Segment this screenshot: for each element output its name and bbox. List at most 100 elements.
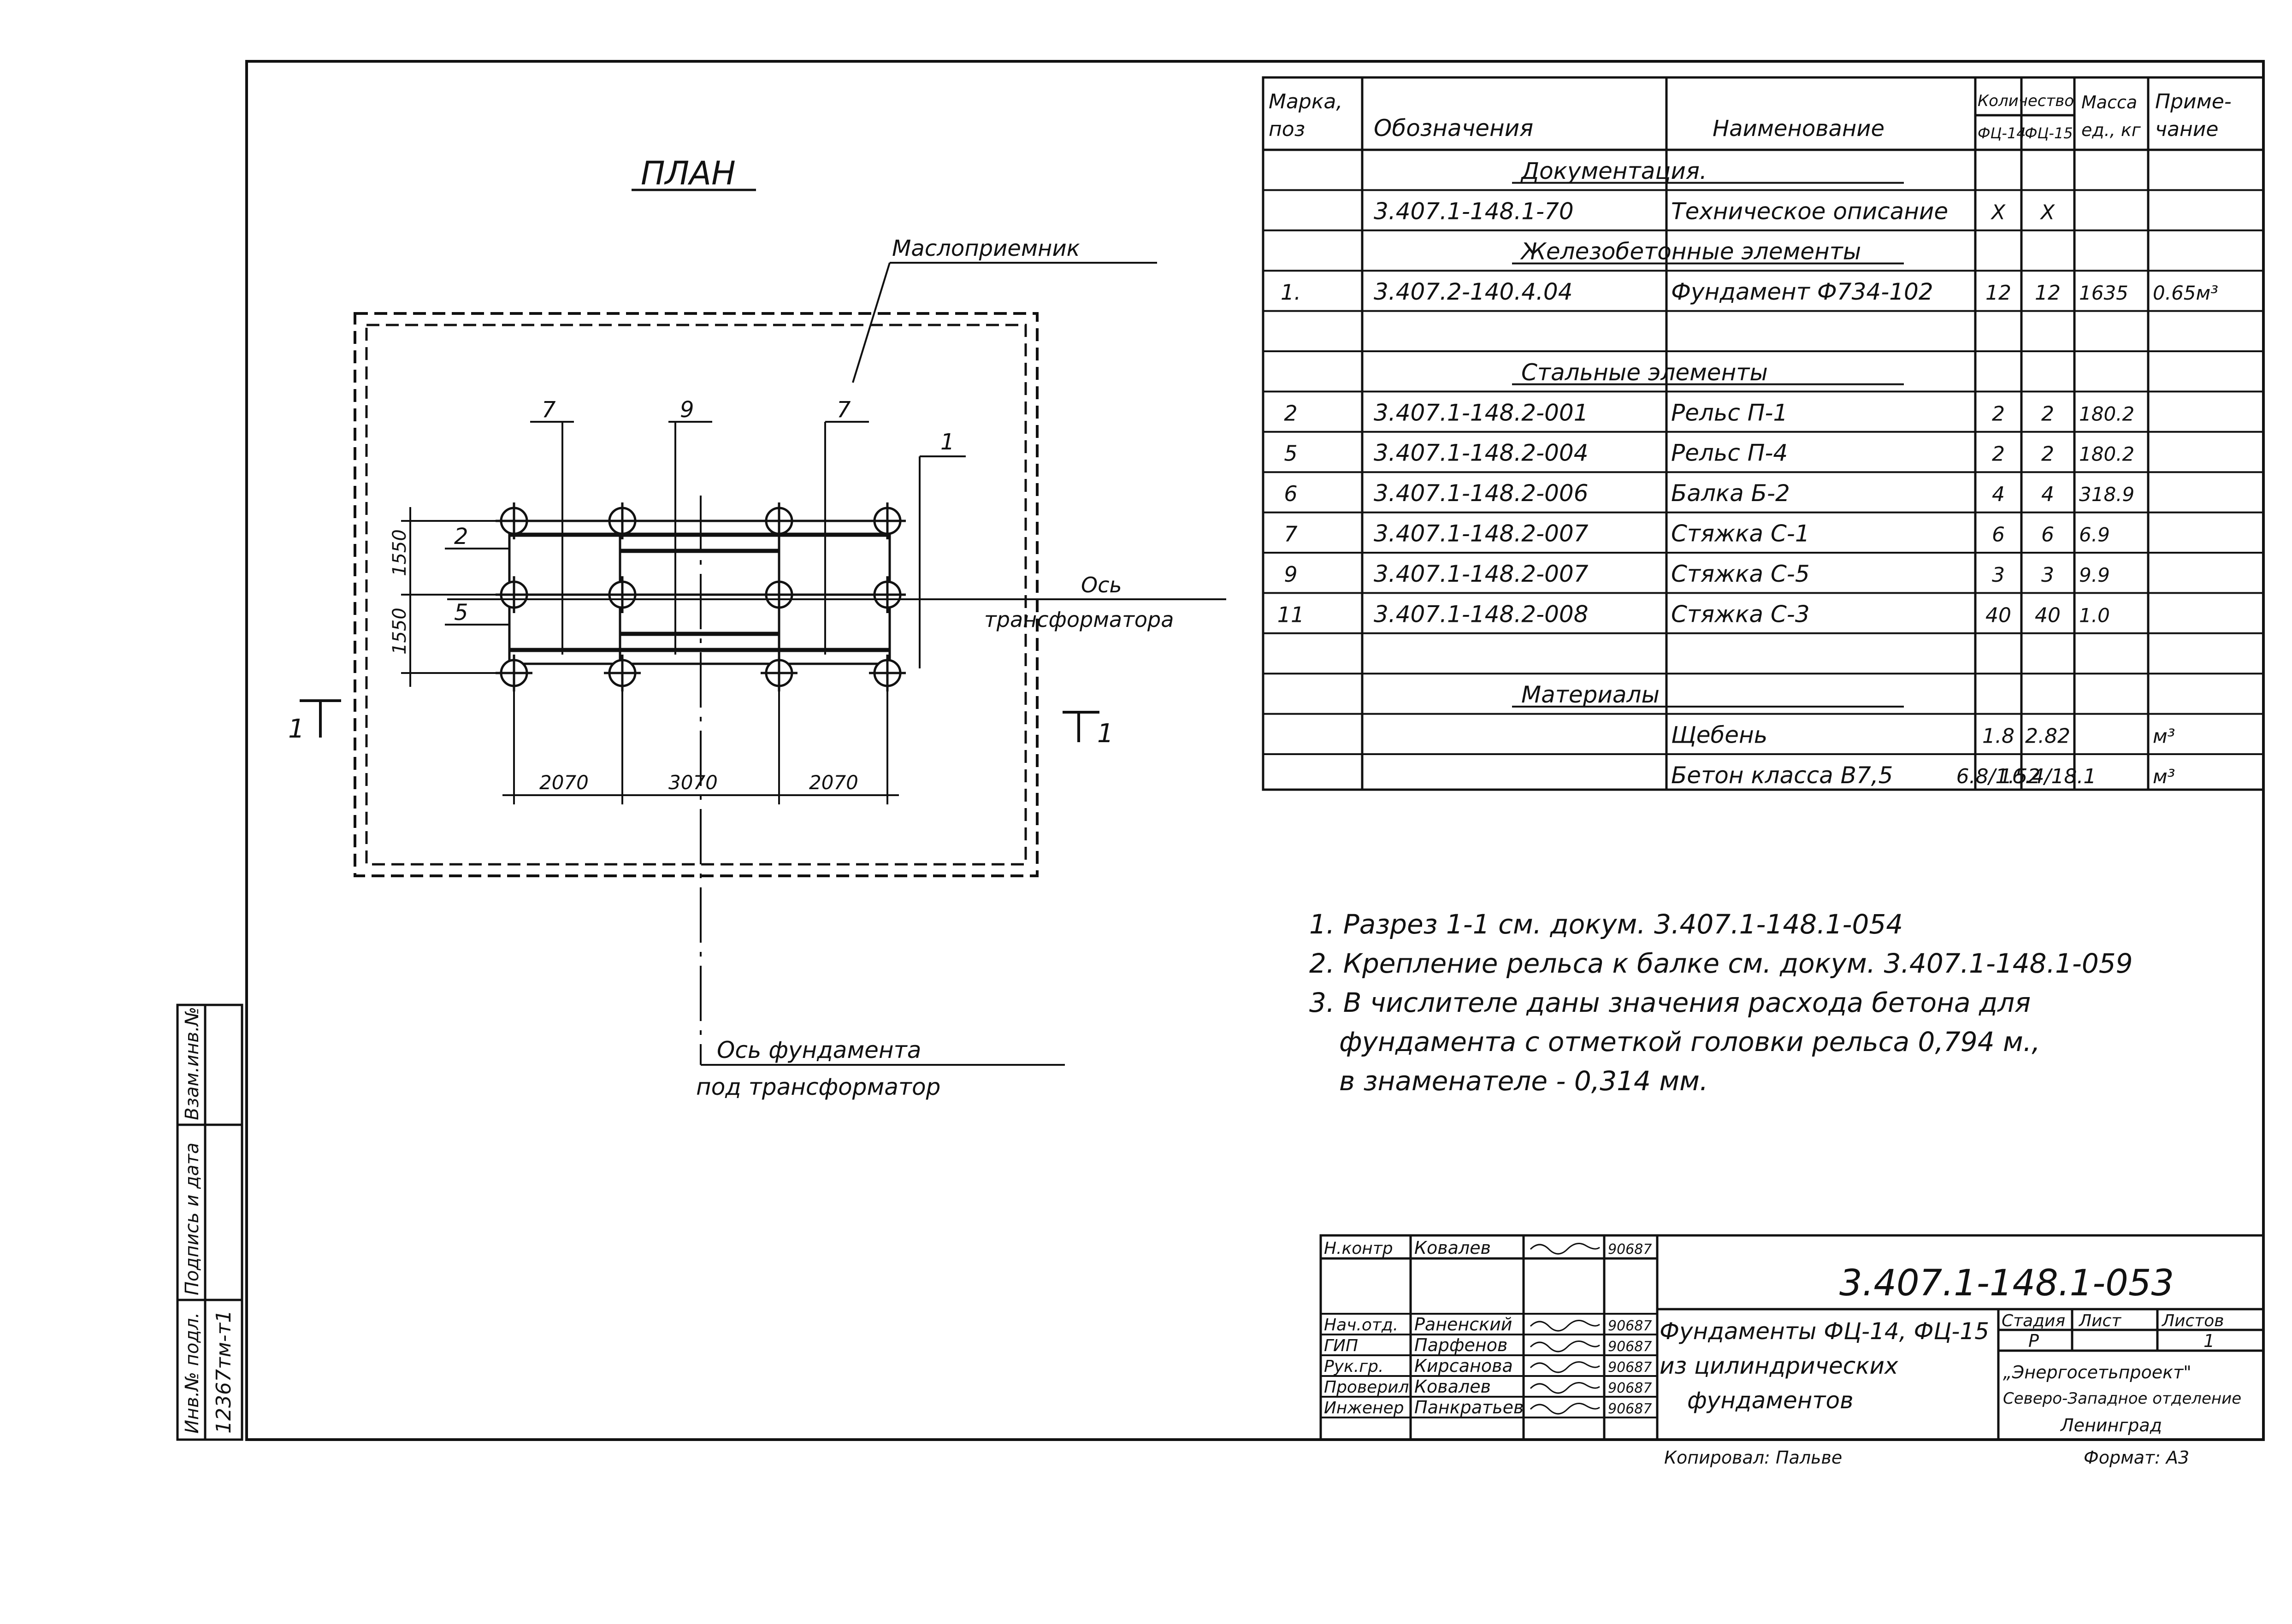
spec-row-lines bbox=[1263, 189, 2263, 755]
spec-cell-mass: 1.0 bbox=[2079, 604, 2110, 626]
axis-transformer-label-2: трансформатора bbox=[984, 607, 1174, 632]
sheet-label: Лист bbox=[2078, 1311, 2121, 1330]
format: Формат: А3 bbox=[2084, 1447, 2189, 1468]
title-block-date: 90687 bbox=[1608, 1401, 1652, 1417]
spec-cell-designation: 3.407.1-148.2-007 bbox=[1374, 561, 1589, 587]
spec-cell-designation: 3.407.1-148.2-008 bbox=[1374, 601, 1589, 627]
stage-value: Р bbox=[2028, 1331, 2039, 1351]
title-block-date: 90687 bbox=[1608, 1241, 1652, 1258]
callout-oil-receiver: Маслоприемник bbox=[892, 236, 1080, 261]
title-block-date: 90687 bbox=[1608, 1318, 1652, 1334]
position-leaders bbox=[445, 421, 966, 668]
spec-cell-name: Стяжка С-3 bbox=[1671, 601, 1810, 627]
note-5: в знаменателе - 0,314 мм. bbox=[1339, 1065, 1708, 1097]
title-block-date: 90687 bbox=[1608, 1339, 1652, 1355]
pos-label-1: 1 bbox=[940, 429, 955, 455]
spec-cell-q1: 1.8 bbox=[1982, 725, 2014, 748]
spec-cell-mass: 180.2 bbox=[2079, 443, 2134, 466]
pile bbox=[869, 655, 906, 691]
spec-cell-name: Стяжка С-1 bbox=[1671, 520, 1810, 547]
title-block-date: 90687 bbox=[1608, 1380, 1652, 1396]
side-stamp-inv-no: 12367тм-т1 bbox=[212, 1310, 236, 1434]
signature bbox=[1530, 1243, 1600, 1255]
note-2: 2. Крепление рельса к балке см. докум. 3… bbox=[1309, 948, 2133, 979]
spec-cell-mark: 11 bbox=[1277, 602, 1305, 627]
spec-cell-name: Бетон класса В7,5 bbox=[1671, 762, 1893, 789]
hdr-mass-1: Масса bbox=[2081, 92, 2137, 112]
spec-cell-note: 0.65м³ bbox=[2153, 282, 2218, 304]
spec-cell-q2: 2 bbox=[2041, 402, 2054, 425]
title-block-name: Ковалев bbox=[1414, 1238, 1491, 1258]
spec-cell-name: Документация. bbox=[1520, 158, 1707, 184]
spec-cell-designation: 3.407.1-148.1-70 bbox=[1374, 198, 1574, 224]
side-stamp-label-2: Подпись и дата bbox=[182, 1143, 203, 1295]
title-block-name: Панкратьев bbox=[1414, 1397, 1524, 1417]
note-3: 3. В числителе даны значения расхода бет… bbox=[1309, 987, 2031, 1018]
hdr-note-1: Приме- bbox=[2155, 90, 2232, 113]
title-block-role: Н.контр bbox=[1324, 1239, 1393, 1258]
title-block-role: Инженер bbox=[1324, 1399, 1404, 1417]
spec-cell-name: Стальные элементы bbox=[1521, 359, 1768, 386]
dim-vertical-2: 1550 bbox=[389, 608, 410, 655]
plan-title: ПЛАН bbox=[641, 154, 736, 192]
spec-cell-q1: 12 bbox=[1985, 281, 2011, 305]
dim-h-1: 2070 bbox=[539, 771, 589, 794]
spec-cell-q2: 2.82 bbox=[2025, 725, 2070, 748]
spec-cell-name: Стяжка С-5 bbox=[1671, 561, 1810, 587]
sheet-frame bbox=[245, 60, 2265, 1441]
hdr-mark-2: поз bbox=[1269, 118, 1305, 141]
spec-cell-mass: 6.9 bbox=[2079, 524, 2110, 546]
section-label-left: 1 bbox=[288, 714, 305, 744]
hdr-mark-1: Марка, bbox=[1269, 90, 1342, 113]
doc-title-1: Фундаменты ФЦ-14, ФЦ-15 bbox=[1660, 1318, 1989, 1345]
side-stamp-label-3: Инв.№ подл. bbox=[182, 1312, 203, 1434]
dim-vertical bbox=[401, 507, 502, 687]
spec-cell-q2: X bbox=[2040, 201, 2055, 224]
axis-foundation-label-2: под трансформатор bbox=[696, 1074, 940, 1100]
hdr-note-2: чание bbox=[2155, 118, 2218, 141]
dim-vertical-1: 1550 bbox=[389, 529, 410, 576]
spec-cell-mark: 9 bbox=[1284, 562, 1297, 587]
org-1: „Энергосетьпроект" bbox=[2003, 1362, 2192, 1382]
plan-drawing: ПЛАН Маслоприемник bbox=[288, 154, 1226, 1100]
pos-label-7a: 7 bbox=[542, 397, 556, 423]
spec-cell-name: Рельс П-4 bbox=[1671, 440, 1788, 467]
spec-cell-designation: 3.407.1-148.2-007 bbox=[1374, 520, 1589, 547]
pile bbox=[869, 502, 906, 539]
signature bbox=[1530, 1320, 1600, 1332]
spec-cell-q2: 12 bbox=[2035, 281, 2061, 305]
signature bbox=[1530, 1361, 1600, 1373]
side-stamp-label-1: Взам.инв.№ bbox=[182, 1007, 203, 1120]
pos-label-9: 9 bbox=[680, 397, 694, 423]
spec-cell-q1: 6.8/1.52 bbox=[1956, 765, 2041, 788]
pile bbox=[869, 576, 906, 613]
signature bbox=[1530, 1382, 1600, 1394]
spec-cell-designation: 3.407.1-148.2-006 bbox=[1374, 480, 1589, 507]
side-stamp bbox=[176, 1004, 243, 1441]
title-block-grid bbox=[1319, 1234, 2265, 1441]
spec-cell-q2: 6 bbox=[2041, 523, 2054, 547]
spec-cell-name: Балка Б-2 bbox=[1671, 480, 1790, 507]
oil-receiver-inner bbox=[365, 324, 1027, 866]
pile bbox=[761, 502, 797, 539]
spec-cell-q1: 2 bbox=[1992, 402, 2005, 425]
spec-cell-note: м³ bbox=[2153, 765, 2175, 788]
sheets-value: 1 bbox=[2203, 1331, 2215, 1351]
spec-cell-name: Материалы bbox=[1521, 681, 1660, 708]
doc-code: 3.407.1-148.1-053 bbox=[1839, 1263, 2174, 1304]
spec-cell-designation: 3.407.2-140.4.04 bbox=[1374, 278, 1573, 305]
axis-transformer-label-1: Ось bbox=[1081, 573, 1122, 597]
beam-lines bbox=[508, 516, 891, 682]
hdr-qty-2: ФЦ-15 bbox=[2025, 124, 2073, 142]
pile bbox=[604, 655, 641, 691]
title-block-name: Парфенов bbox=[1414, 1335, 1507, 1355]
axis-foundation-label-1: Ось фундамента bbox=[717, 1037, 921, 1063]
hdr-qty-1: ФЦ-14 bbox=[1978, 124, 2026, 142]
title-block-role: Нач.отд. bbox=[1324, 1316, 1398, 1335]
signature bbox=[1530, 1341, 1600, 1352]
title-block-role: Рук.гр. bbox=[1324, 1357, 1383, 1376]
title-block-name: Ковалев bbox=[1414, 1376, 1491, 1397]
note-1: 1. Разрез 1-1 см. докум. 3.407.1-148.1-0… bbox=[1309, 909, 1903, 940]
